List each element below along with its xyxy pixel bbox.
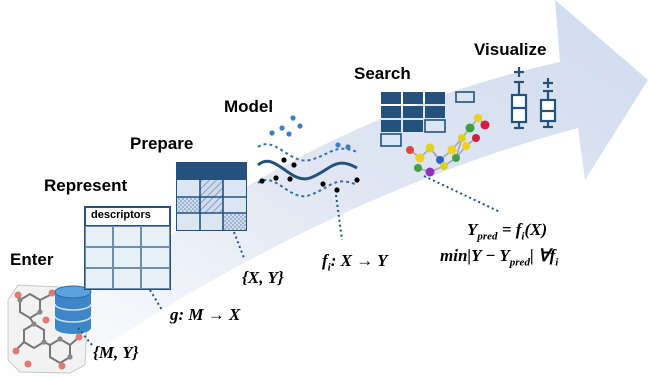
network-graph-icon bbox=[406, 114, 490, 177]
model-f: f bbox=[322, 251, 328, 270]
enter-connector bbox=[77, 327, 93, 346]
search-y-sub: pred bbox=[477, 230, 498, 243]
search-min-sub: pred bbox=[509, 256, 530, 269]
prepare-set-formula: {X, Y} bbox=[242, 268, 284, 288]
stage-label-represent: Represent bbox=[44, 176, 128, 195]
database-icon bbox=[54, 285, 92, 334]
enter-set-formula: {M, Y} bbox=[93, 343, 139, 363]
search-y: Y bbox=[467, 220, 478, 239]
stage-label-enter: Enter bbox=[10, 250, 54, 269]
descriptors-header: descriptors bbox=[91, 209, 151, 221]
stage-label-visualize: Visualize bbox=[474, 40, 547, 59]
search-eq-sub: i bbox=[521, 230, 525, 243]
search-objective-formula: min|Y − Ypred| ∀fi bbox=[440, 246, 558, 268]
stage-label-prepare: Prepare bbox=[130, 134, 194, 153]
search-min: min|Y − Y bbox=[440, 246, 510, 265]
search-eq-rest: (X) bbox=[524, 220, 548, 239]
represent-map-g: g bbox=[170, 305, 179, 324]
search-connector bbox=[423, 175, 501, 213]
stage-label-model: Model bbox=[224, 97, 274, 116]
model-f-sub: i bbox=[327, 261, 331, 274]
model-rest: : X → Y bbox=[330, 251, 388, 270]
search-grid-icon bbox=[380, 91, 475, 147]
prepare-set-text: {X, Y} bbox=[242, 268, 284, 287]
enter-set-text: {M, Y} bbox=[93, 343, 139, 362]
search-forall-sub: i bbox=[555, 256, 559, 269]
represent-connector bbox=[149, 289, 163, 311]
search-min-rest: | ∀f bbox=[529, 246, 556, 265]
model-curve-icon bbox=[257, 115, 360, 198]
represent-map-rest: : M → X bbox=[178, 305, 241, 324]
descriptors-table bbox=[84, 206, 171, 290]
boxplot-icon bbox=[510, 67, 557, 130]
prepared-table bbox=[176, 162, 247, 231]
stage-label-search: Search bbox=[354, 64, 411, 83]
search-prediction-formula: Ypred = fi(X) bbox=[467, 220, 547, 242]
search-eq: = f bbox=[497, 220, 522, 239]
represent-map-formula: g: M → X bbox=[170, 305, 240, 325]
model-function-formula: fi: X → Y bbox=[322, 251, 388, 273]
